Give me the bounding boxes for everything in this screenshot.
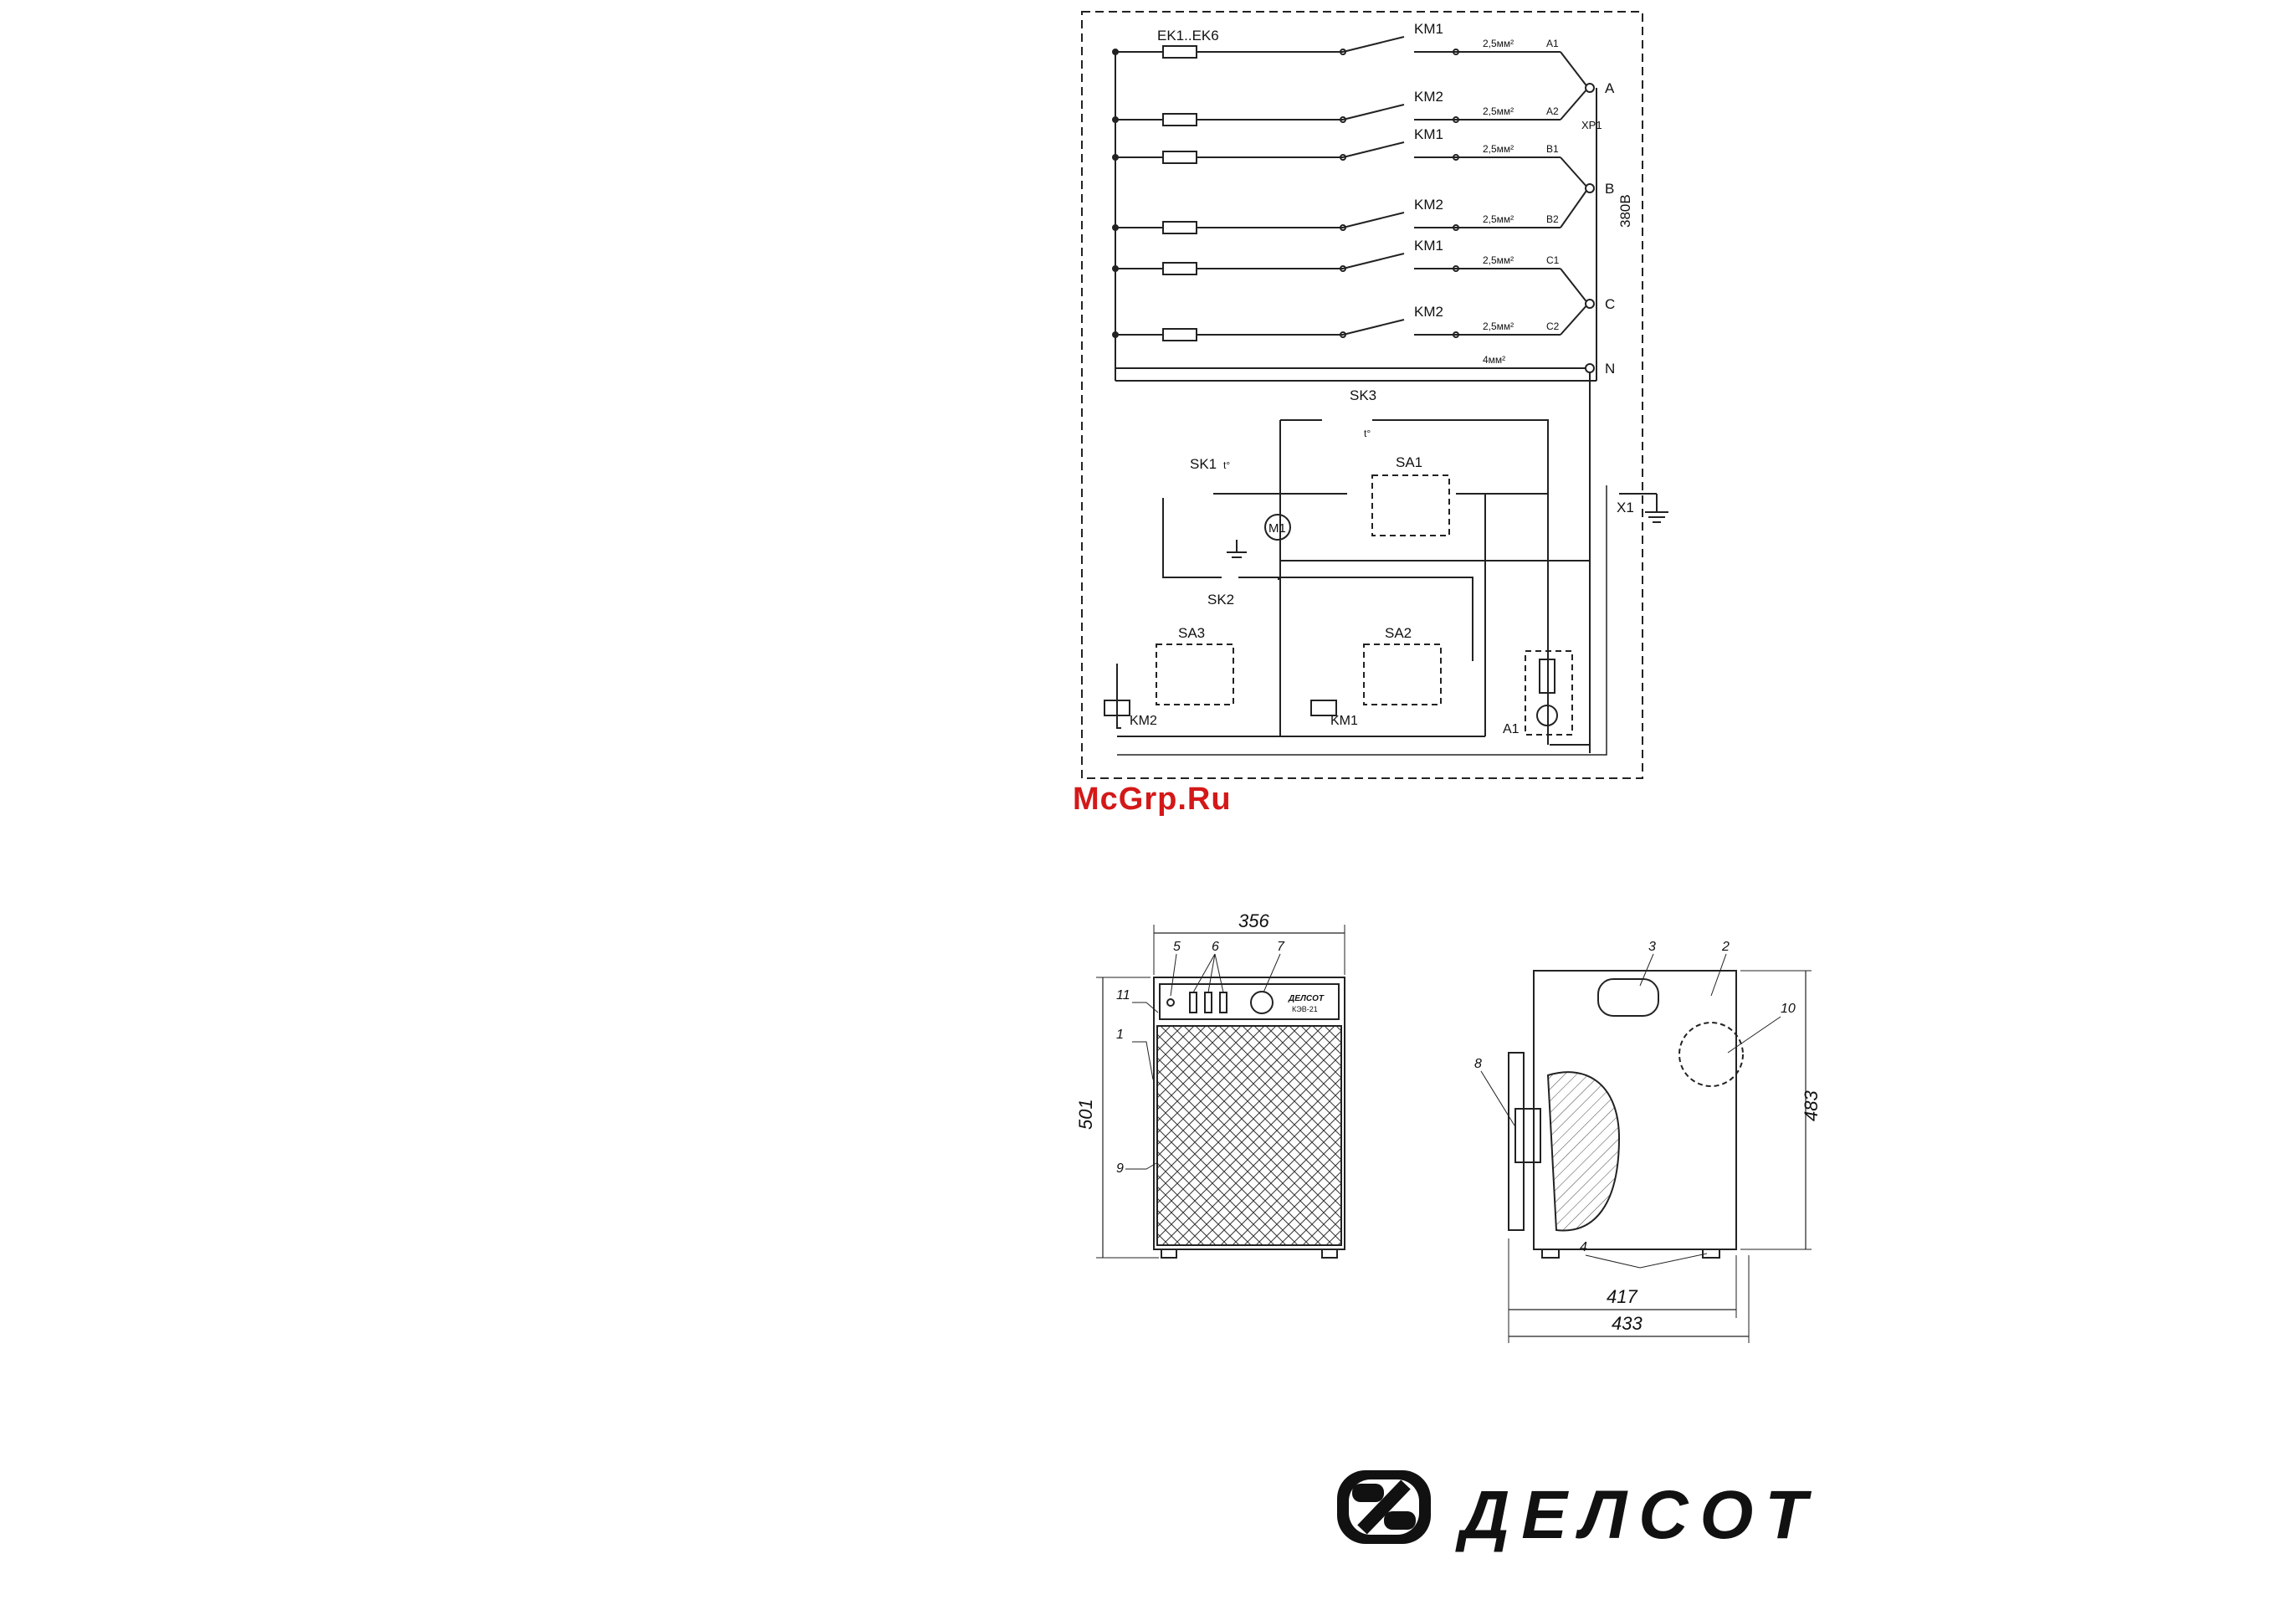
callout-number: 5 bbox=[1173, 940, 1181, 954]
phase-label: B1 bbox=[1546, 143, 1559, 155]
heater-row bbox=[1113, 188, 1588, 233]
contactor-switch bbox=[1343, 254, 1404, 269]
height-dimension: 483 bbox=[1801, 1090, 1822, 1121]
contactor-switch bbox=[1343, 37, 1404, 52]
front-grille bbox=[1157, 1026, 1341, 1245]
contactor-label: KM1 bbox=[1414, 126, 1443, 142]
phase-label: C2 bbox=[1546, 320, 1560, 332]
contactor-label: KM2 bbox=[1414, 304, 1443, 320]
heater-row bbox=[1113, 254, 1588, 304]
contactor-label: KM1 bbox=[1414, 21, 1443, 37]
heater-element bbox=[1163, 46, 1197, 58]
wire-size-label: 2,5мм² bbox=[1483, 320, 1514, 332]
temp-mark: t° bbox=[1364, 428, 1371, 439]
callout-number: 11 bbox=[1116, 988, 1130, 1002]
heater-element bbox=[1163, 263, 1197, 274]
side-foot bbox=[1542, 1249, 1559, 1258]
callout-number: 10 bbox=[1781, 1002, 1796, 1016]
sa2-label: SA2 bbox=[1385, 625, 1412, 641]
sa3-label: SA3 bbox=[1178, 625, 1205, 641]
side-view: 483 417 433 3 2 10 8 4 bbox=[1474, 940, 1822, 1343]
carry-handle bbox=[1598, 979, 1658, 1016]
contactor-label: KM2 bbox=[1414, 89, 1443, 105]
contactor-switch bbox=[1343, 213, 1404, 228]
heater-element bbox=[1163, 151, 1197, 163]
heater-row bbox=[1113, 88, 1588, 126]
panel-model: КЭВ-21 bbox=[1292, 1005, 1318, 1013]
callout-number: 3 bbox=[1648, 940, 1656, 954]
delsot-logo: ДЕЛСОТ bbox=[1337, 1470, 1818, 1553]
watermark: McGrp.Ru bbox=[1073, 782, 1232, 818]
neutral-wire-label: 4мм² bbox=[1483, 354, 1505, 366]
callout-number: 1 bbox=[1116, 1028, 1124, 1042]
phase-label: A2 bbox=[1546, 105, 1559, 117]
wire-size-label: 2,5мм² bbox=[1483, 105, 1514, 117]
phase-label: C1 bbox=[1546, 254, 1560, 266]
heater-element bbox=[1163, 114, 1197, 126]
heater-element bbox=[1163, 329, 1197, 341]
phase-label: B2 bbox=[1546, 213, 1559, 225]
callout-number: 7 bbox=[1277, 940, 1285, 954]
terminal-label: B bbox=[1605, 181, 1614, 197]
heater-row bbox=[1113, 304, 1588, 341]
callout-number: 8 bbox=[1474, 1057, 1482, 1071]
sk3-label: SK3 bbox=[1350, 387, 1376, 403]
km2-label: KM2 bbox=[1130, 714, 1157, 728]
contactor-label: KM2 bbox=[1414, 197, 1443, 213]
sa3-switch-box bbox=[1156, 644, 1233, 705]
panel-brand: ДЕЛСОТ bbox=[1288, 994, 1325, 1003]
temp-mark: t° bbox=[1223, 459, 1230, 471]
fan-cutaway bbox=[1548, 1072, 1619, 1230]
cable-gland bbox=[1515, 1109, 1540, 1162]
depth-dimension: 433 bbox=[1612, 1313, 1643, 1334]
front-foot bbox=[1161, 1249, 1176, 1258]
contactor-switch bbox=[1343, 105, 1404, 120]
phase-label: A1 bbox=[1546, 38, 1559, 49]
connector-label: XP1 bbox=[1581, 119, 1602, 131]
brand-wordmark: ДЕЛСОТ bbox=[1455, 1477, 1818, 1553]
thermostat-knob-icon bbox=[1251, 992, 1273, 1013]
motor-label: M1 bbox=[1268, 521, 1286, 536]
switch-icon bbox=[1220, 992, 1227, 1013]
front-foot bbox=[1322, 1249, 1337, 1258]
callout-number: 2 bbox=[1721, 940, 1730, 954]
terminal-label: C bbox=[1605, 296, 1615, 312]
lamp-label: A1 bbox=[1503, 722, 1520, 736]
callout-number: 6 bbox=[1212, 940, 1219, 954]
sk1-label: SK1 bbox=[1190, 456, 1217, 472]
sk2-label: SK2 bbox=[1207, 592, 1234, 608]
wire-size-label: 2,5мм² bbox=[1483, 38, 1514, 49]
contactor-switch bbox=[1343, 320, 1404, 335]
contactor-label: KM1 bbox=[1414, 238, 1443, 254]
heaters-label: EK1..EK6 bbox=[1157, 28, 1219, 44]
depth-dimension: 417 bbox=[1607, 1286, 1637, 1307]
ground-terminal-label: X1 bbox=[1617, 500, 1634, 515]
sa1-switch-box bbox=[1372, 475, 1449, 536]
motor-ground-icon bbox=[1227, 540, 1247, 557]
indicator-lamp-icon bbox=[1167, 999, 1174, 1006]
wire-size-label: 2,5мм² bbox=[1483, 213, 1514, 225]
switch-icon bbox=[1190, 992, 1197, 1013]
callout-number: 9 bbox=[1116, 1161, 1124, 1176]
voltage-label: 380В bbox=[1617, 194, 1633, 228]
heater-row bbox=[1113, 37, 1588, 88]
heater-element bbox=[1163, 222, 1197, 233]
contactor-switch bbox=[1343, 142, 1404, 157]
km1-label: KM1 bbox=[1330, 714, 1358, 728]
height-dimension: 501 bbox=[1075, 1099, 1096, 1130]
wire-size-label: 2,5мм² bbox=[1483, 143, 1514, 155]
sa1-label: SA1 bbox=[1396, 454, 1422, 470]
heater-row bbox=[1113, 142, 1588, 188]
width-dimension: 356 bbox=[1238, 910, 1269, 931]
terminal-label: N bbox=[1605, 361, 1615, 377]
callout-number: 4 bbox=[1580, 1240, 1587, 1254]
fan-motor bbox=[1679, 1023, 1743, 1086]
wire-size-label: 2,5мм² bbox=[1483, 254, 1514, 266]
switch-icon bbox=[1205, 992, 1212, 1013]
sa2-switch-box bbox=[1364, 644, 1441, 705]
terminal-label: A bbox=[1605, 80, 1615, 96]
